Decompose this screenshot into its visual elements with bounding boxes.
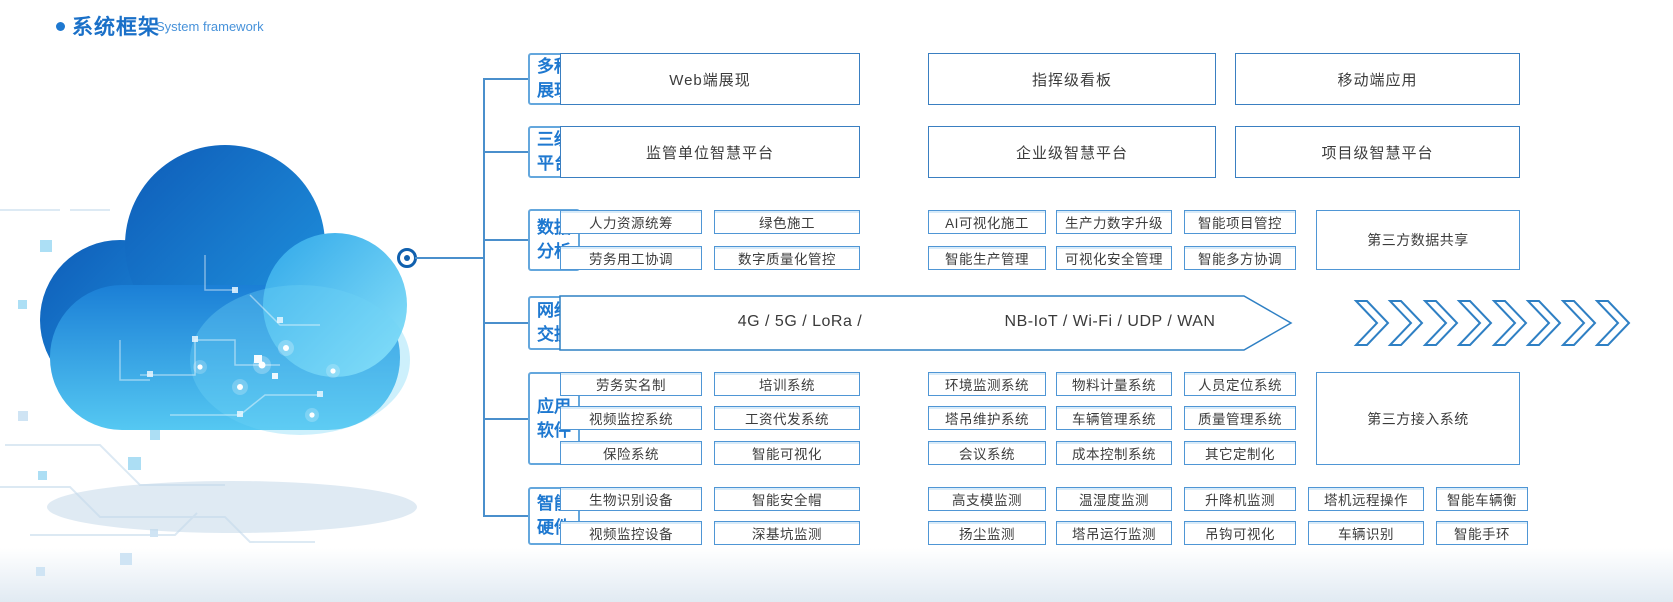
bullet-icon	[56, 22, 65, 31]
connector-line	[483, 418, 528, 420]
framework-box: 扬尘监测	[928, 521, 1046, 545]
page-title: 系统框架	[72, 16, 160, 39]
framework-box: 深基坑监测	[714, 521, 860, 545]
framework-box: 塔吊维护系统	[928, 406, 1046, 430]
framework-box: 塔机远程操作	[1308, 487, 1424, 511]
framework-box: 视频监控系统	[560, 406, 702, 430]
framework-box: 生物识别设备	[560, 487, 702, 511]
framework-box: 培训系统	[714, 372, 860, 396]
framework-box: 温湿度监测	[1056, 487, 1172, 511]
framework-box: 生产力数字升级	[1056, 210, 1172, 234]
framework-box: 高支模监测	[928, 487, 1046, 511]
connector-line	[483, 239, 528, 241]
network-protocols-left: 4G / 5G / LoRa /	[737, 313, 863, 330]
network-protocols-right: NB-IoT / Wi-Fi / UDP / WAN	[1004, 313, 1216, 330]
category-hardware: 智能 硬件	[528, 487, 580, 545]
connector-line	[483, 78, 528, 80]
box-third-party-data-share: 第三方数据共享	[1316, 210, 1520, 270]
background-strip	[0, 548, 1673, 602]
connector-trunk-line	[483, 78, 485, 517]
framework-box: 物料计量系统	[1056, 372, 1172, 396]
box-enterprise-platform: 企业级智慧平台	[928, 126, 1216, 178]
framework-box: 车辆识别	[1308, 521, 1424, 545]
framework-box: 劳务用工协调	[560, 246, 702, 270]
framework-box: 智能可视化	[714, 441, 860, 465]
cloud-illustration	[0, 145, 417, 576]
framework-box: 车辆管理系统	[1056, 406, 1172, 430]
framework-box: 智能手环	[1436, 521, 1528, 545]
framework-box: 成本控制系统	[1056, 441, 1172, 465]
connector-line	[483, 151, 528, 153]
framework-box: 劳务实名制	[560, 372, 702, 396]
chevron-arrows-icon	[1353, 300, 1631, 346]
framework-box: 可视化安全管理	[1056, 246, 1172, 270]
framework-box: 塔吊运行监测	[1056, 521, 1172, 545]
framework-box: 保险系统	[560, 441, 702, 465]
connector-line	[415, 257, 483, 259]
framework-box: 数字质量化管控	[714, 246, 860, 270]
framework-box: 升降机监测	[1184, 487, 1296, 511]
box-project-platform: 项目级智慧平台	[1235, 126, 1520, 178]
box-web-display: Web端展现	[560, 53, 860, 105]
framework-box: 智能车辆衡	[1436, 487, 1528, 511]
box-regulator-platform: 监管单位智慧平台	[560, 126, 860, 178]
framework-box: 智能安全帽	[714, 487, 860, 511]
framework-box: AI可视化施工	[928, 210, 1046, 234]
network-band-arrow	[559, 295, 1631, 351]
framework-box: 环境监测系统	[928, 372, 1046, 396]
framework-box: 智能生产管理	[928, 246, 1046, 270]
framework-box: 智能多方协调	[1184, 246, 1296, 270]
page-subtitle: System framework	[156, 19, 264, 34]
box-mobile-app: 移动端应用	[1235, 53, 1520, 105]
framework-box: 视频监控设备	[560, 521, 702, 545]
framework-box: 人员定位系统	[1184, 372, 1296, 396]
box-command-dashboard: 指挥级看板	[928, 53, 1216, 105]
hub-node-icon	[397, 248, 417, 268]
framework-box: 吊钩可视化	[1184, 521, 1296, 545]
framework-box: 其它定制化	[1184, 441, 1296, 465]
framework-box: 人力资源统筹	[560, 210, 702, 234]
framework-box: 工资代发系统	[714, 406, 860, 430]
framework-box: 会议系统	[928, 441, 1046, 465]
box-third-party-access: 第三方接入系统	[1316, 372, 1520, 465]
connector-line	[483, 515, 528, 517]
framework-box: 质量管理系统	[1184, 406, 1296, 430]
connector-line	[483, 322, 528, 324]
framework-box: 智能项目管控	[1184, 210, 1296, 234]
framework-box: 绿色施工	[714, 210, 860, 234]
